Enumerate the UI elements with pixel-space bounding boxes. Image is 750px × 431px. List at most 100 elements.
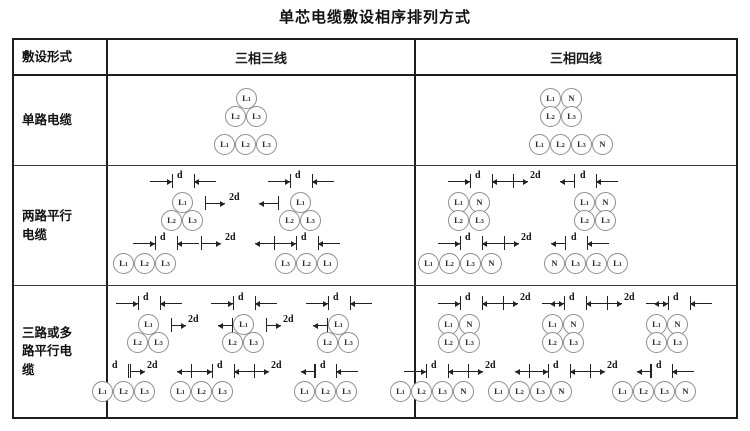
row-label-three-or-more-circuits: 三路或多 路平行电 缆 <box>14 286 108 417</box>
dimension-label-2d: 2d <box>147 360 158 371</box>
dimension-2d: 2d <box>468 360 530 378</box>
dimension-d: d <box>306 292 372 310</box>
dimension-d: d <box>133 232 199 250</box>
dimension-2d: 2d <box>266 314 328 332</box>
dimension-2d: 2d <box>504 232 566 250</box>
dimension-label-d: d <box>465 232 471 243</box>
row-label-two-circuits: 两路平行 电缆 <box>14 166 108 285</box>
dimension-d: d <box>150 170 216 188</box>
dimension-d: d <box>314 360 380 378</box>
header-cell-three-wire: 三相三线 <box>108 40 416 74</box>
dimension-label-d: d <box>295 170 301 181</box>
dimension-d: d <box>650 360 716 378</box>
dimension-label-d: d <box>333 292 339 303</box>
dimension-label-d: d <box>112 360 118 371</box>
table-header-row: 敷设形式 三相三线 三相四线 <box>14 40 736 76</box>
dimension-label-d: d <box>553 360 559 371</box>
cable-circle-n: N <box>592 134 613 155</box>
dimension-2d: 2d <box>205 192 279 210</box>
dimension-label-2d: 2d <box>520 292 531 303</box>
dimension-2d: 2d <box>254 360 316 378</box>
cable-circle-n: N <box>551 381 572 402</box>
dimension-label-d: d <box>580 170 586 181</box>
dimension-label-2d: 2d <box>607 360 618 371</box>
dimension-label-2d: 2d <box>229 192 240 203</box>
dimension-label-2d: 2d <box>225 232 236 243</box>
dimension-2d: 2d <box>130 360 192 378</box>
dimension-label-d: d <box>217 360 223 371</box>
dimension-d: d <box>574 170 640 188</box>
row-label-text: 单路电缆 <box>22 113 73 128</box>
dimension-d: d <box>438 292 504 310</box>
dimension-d: d <box>438 232 504 250</box>
dimension-label-2d: 2d <box>624 292 635 303</box>
dimension-label-d: d <box>569 292 575 303</box>
dimension-2d: 2d <box>201 232 275 250</box>
dimension-label-d: d <box>431 360 437 371</box>
dimension-d: d <box>404 360 470 378</box>
dimension-d: d <box>211 292 277 310</box>
dimension-d: d <box>274 232 340 250</box>
dimension-label-d: d <box>160 232 166 243</box>
cable-circle-n: N <box>675 381 696 402</box>
row-label-single-circuit: 单路电缆 <box>14 76 108 165</box>
header-cell-four-wire: 三相四线 <box>549 50 602 66</box>
dimension-d: d <box>268 170 334 188</box>
dimension-d: d <box>116 292 182 310</box>
dimension-label-2d: 2d <box>521 232 532 243</box>
